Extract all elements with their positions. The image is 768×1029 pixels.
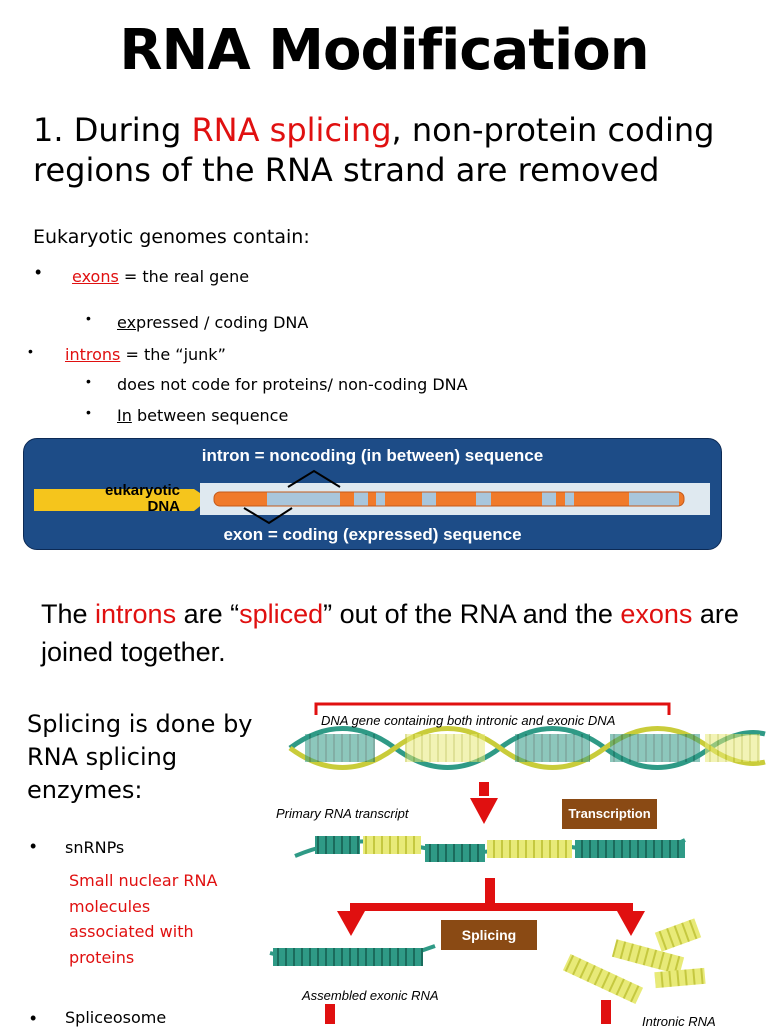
introns-sub-2-rest: between sequence bbox=[131, 406, 289, 425]
spliced-word: spliced bbox=[239, 599, 324, 629]
snrnps-desc-line-4: proteins bbox=[69, 947, 135, 967]
page-title: RNA Modification bbox=[119, 18, 649, 83]
bullet-dot: • bbox=[86, 373, 91, 389]
snrnps-item: snRNPs bbox=[65, 838, 125, 857]
spliced-p2: are “ bbox=[176, 599, 240, 629]
gene-label: DNA gene containing both intronic and ex… bbox=[321, 713, 616, 728]
genomes-intro: Eukaryotic genomes contain: bbox=[33, 226, 310, 248]
exon-bracket bbox=[243, 507, 293, 525]
exons-definition: = the real gene bbox=[118, 267, 250, 286]
exons-line: exons = the real gene bbox=[72, 267, 249, 286]
spliced-p3: ” out of the RNA and the bbox=[323, 599, 621, 629]
spliced-p1: The bbox=[41, 599, 96, 629]
transcription-label: Transcription bbox=[562, 799, 657, 829]
snrnps-desc-line-1: Small nuclear RNA bbox=[69, 871, 218, 890]
splicing-process-diagram bbox=[269, 702, 766, 1024]
exon-label: exon = coding (expressed) sequence bbox=[223, 525, 522, 544]
intron-label: intron = noncoding (in between) sequence bbox=[201, 446, 544, 465]
dna-structure-figure: intron = noncoding (in between) sequence… bbox=[23, 438, 722, 550]
snrnps-description: Small nuclear RNA molecules associated w… bbox=[69, 868, 217, 970]
assembled-exonic-rna bbox=[269, 944, 436, 966]
bullet-dot: • bbox=[86, 404, 91, 420]
bullet-dot: • bbox=[28, 343, 33, 359]
introns-line: introns = the “junk” bbox=[65, 345, 226, 364]
primary-transcript-label: Primary RNA transcript bbox=[276, 806, 409, 821]
bullet-dot: • bbox=[30, 836, 37, 856]
rna-splicing-term: RNA splicing bbox=[191, 111, 392, 149]
gene-bracket bbox=[314, 702, 671, 715]
arrow-label-line-1: eukaryotic bbox=[104, 482, 180, 499]
point-1-suffix: , non-protein coding regions of the RNA … bbox=[33, 111, 715, 189]
splice-connector-stem bbox=[485, 878, 495, 904]
introns-term: introns bbox=[65, 345, 121, 364]
snrnps-desc-line-2: molecules bbox=[69, 896, 151, 916]
lower-arrow-right bbox=[601, 1000, 611, 1024]
introns-definition: = the “junk” bbox=[120, 345, 226, 364]
exons-sub-line: expressed / coding DNA bbox=[117, 313, 308, 332]
intron-bracket bbox=[287, 469, 341, 488]
arrow-exon-head bbox=[337, 911, 365, 936]
assembled-exonic-label: Assembled exonic RNA bbox=[302, 988, 439, 1003]
eukaryotic-dna-arrow bbox=[34, 489, 209, 511]
dna-double-helix bbox=[288, 726, 766, 770]
in-underline: In bbox=[117, 406, 132, 425]
splicing-label: Splicing bbox=[441, 920, 537, 950]
enzymes-intro-line-3: enzymes: bbox=[27, 776, 143, 804]
point-1-prefix: 1. During bbox=[33, 111, 192, 149]
intronic-rna-pieces bbox=[562, 918, 706, 1005]
arrow-label-line-2: DNA bbox=[147, 498, 181, 515]
splice-connector-bar bbox=[350, 903, 633, 911]
snrnps-desc-line-3: associated with bbox=[69, 922, 194, 941]
dna-strand-diagram bbox=[34, 469, 710, 525]
exons-term: exons bbox=[72, 267, 119, 286]
spliced-p4: are joined together. bbox=[41, 599, 739, 667]
spliceosome-item: Spliceosome bbox=[65, 1008, 167, 1027]
enzymes-intro: Splicing is done by RNA splicing enzymes… bbox=[27, 708, 253, 807]
arrow-transcription-shaft bbox=[479, 782, 489, 796]
point-1-heading: 1. During RNA splicing, non-protein codi… bbox=[33, 110, 753, 190]
exons-sub-rest: pressed / coding DNA bbox=[136, 313, 309, 332]
bullet-dot: • bbox=[35, 262, 42, 282]
spliced-introns: introns bbox=[95, 599, 177, 629]
enzymes-intro-line-1: Splicing is done by bbox=[27, 710, 253, 738]
introns-sub-1: does not code for proteins/ non-coding D… bbox=[117, 375, 468, 394]
arrow-transcription-head bbox=[470, 798, 498, 824]
spliced-exons: exons bbox=[620, 599, 693, 629]
eukaryotic-dna-label: eukaryotic DNA bbox=[82, 483, 180, 515]
spliced-statement: The introns are “spliced” out of the RNA… bbox=[41, 595, 741, 671]
bullet-dot: • bbox=[86, 310, 91, 326]
ex-underline: ex bbox=[117, 313, 137, 332]
enzymes-intro-line-2: RNA splicing bbox=[27, 743, 178, 771]
arrow-intron-head bbox=[617, 911, 645, 936]
primary-rna-strand bbox=[294, 836, 686, 862]
dna-strand-segments bbox=[213, 491, 685, 507]
lower-arrow-left bbox=[325, 1004, 335, 1024]
intronic-rna-label: Intronic RNA bbox=[642, 1014, 716, 1029]
bullet-dot: • bbox=[30, 1008, 37, 1028]
introns-sub-2: In between sequence bbox=[117, 406, 288, 425]
